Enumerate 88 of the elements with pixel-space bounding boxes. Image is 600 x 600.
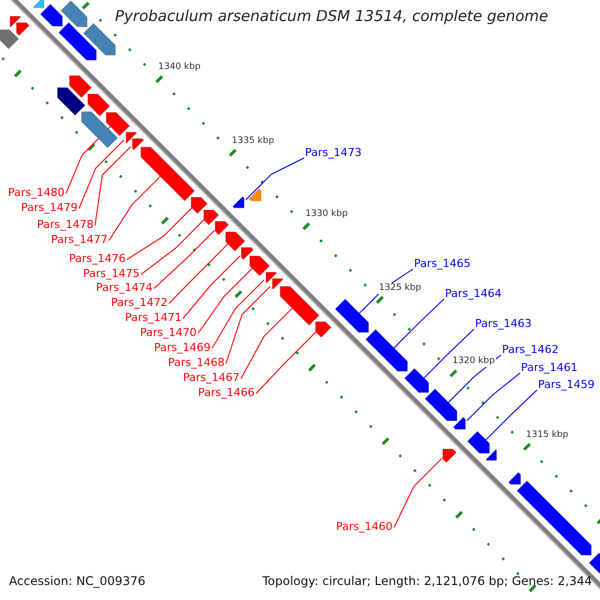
gene-feature [467,430,490,454]
gene-label: Pars_1470 [140,326,197,339]
gene-label: Pars_1461 [521,361,578,374]
gene-feature [232,196,244,208]
leader-line [154,230,215,289]
leader-line [108,176,161,241]
gene-feature [106,112,130,136]
gene-feature [16,22,30,36]
gene-feature [272,278,284,290]
leader-line [394,458,443,528]
leader-line [226,286,271,364]
gene-label: Pars_1471 [125,311,182,324]
gene-label: Pars_1472 [111,296,168,309]
gene-label: Pars_1479 [21,201,78,214]
gene-feature [57,87,86,116]
leader-line [240,308,293,379]
gene-feature [442,448,457,463]
leader-line [126,207,192,260]
gene-feature [32,0,44,8]
gene-feature [204,210,220,226]
gene-feature [132,138,144,150]
gene-label: Pars_1469 [154,341,211,354]
gene-label: Pars_1467 [183,371,240,384]
leader-line [212,280,264,349]
gene-label: Pars_1459 [538,378,595,391]
gene-feature [225,232,246,252]
gene-feature [334,298,369,333]
tick-label: 1330 kbp [304,209,349,220]
gene-label: Pars_1476 [69,252,126,265]
gene-feature [365,329,408,372]
leader-line [78,140,124,209]
gene-feature [58,22,97,60]
gene-feature [190,196,208,214]
gene-label: Pars_1478 [37,218,94,231]
gene-label: Pars_1464 [445,287,502,300]
gene-feature [424,388,458,422]
gene-feature [81,111,118,148]
gene-feature [69,75,92,98]
gene-feature [452,416,466,430]
gene-feature [315,321,332,338]
gene-feature [0,29,19,50]
leader-line [394,298,444,348]
gene-feature [140,146,196,202]
gene-label: Pars_1460 [336,520,393,533]
gene-label: Pars_1466 [198,386,255,399]
gene-label: Pars_1477 [51,233,108,246]
tick-label: 1315 kbp [524,430,570,441]
gene-feature [249,256,270,276]
gene-feature [486,449,497,461]
gene-feature [266,272,278,284]
leader-line [485,390,538,440]
leader-line [245,158,304,200]
gene-feature [60,0,88,28]
tick-label: 1335 kbp [230,136,276,147]
gene-feature [88,94,110,116]
leader-line [424,328,474,378]
leader-line [256,331,316,394]
gene-feature [40,4,63,26]
leader-line [182,255,240,319]
gene-feature [10,16,22,28]
gene-feature [508,472,521,485]
gene-feature [126,132,138,144]
gene-label: Pars_1462 [502,343,559,356]
gene-label: Pars_1475 [83,267,140,280]
gene-feature [280,286,320,326]
gene-label: Pars_1473 [305,146,362,159]
gene-label: Pars_1480 [8,186,65,199]
gene-label: Pars_1463 [475,317,532,330]
gene-feature [516,480,592,556]
title: Pyrobaculum arsenaticum DSM 13514, complete genome [115,7,548,25]
leader-line [94,146,132,226]
gene-feature [214,221,229,236]
leader-line [198,268,253,334]
gene-feature [404,368,429,393]
leader-line [168,243,228,304]
tick-label: 1325 kbp [378,282,422,294]
gene-feature [248,188,262,202]
gene-feature [240,247,254,260]
accession-text: Accession: NC_009376 [9,574,146,588]
gene-label: Pars_1474 [96,281,153,294]
leader-line [466,372,520,422]
genome-stats-text: Topology: circular; Length: 2,121,076 bp; Genes: 2,344 [262,574,592,588]
leader-line [140,219,204,275]
gene-feature [83,22,116,56]
tick-label: 1320 kbp [451,356,496,368]
tick-label: 1340 kbp [157,62,202,74]
gene-label: Pars_1465 [414,257,471,270]
gene-label: Pars_1468 [168,356,225,369]
